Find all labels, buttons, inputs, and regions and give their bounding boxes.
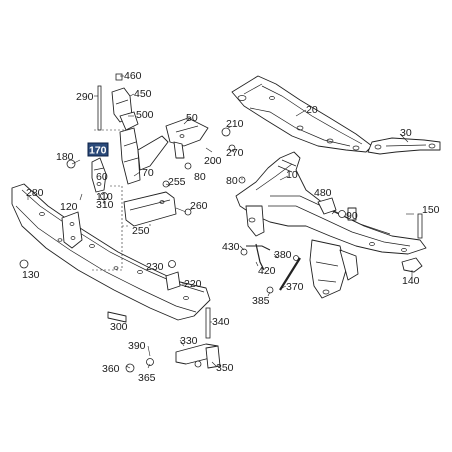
- label-180: 180: [56, 151, 74, 163]
- label-365: 365: [138, 372, 156, 384]
- rod-370[interactable]: [279, 257, 301, 291]
- label-340: 340: [212, 316, 230, 328]
- label-370: 370: [286, 281, 304, 293]
- label-460: 460: [124, 70, 142, 82]
- highlight-box-170[interactable]: [87, 142, 109, 157]
- label-450: 450: [134, 88, 152, 100]
- axle-carrier-10[interactable]: [235, 151, 427, 299]
- bracket-480[interactable]: [317, 197, 357, 221]
- label-310: 310: [96, 199, 114, 211]
- label-110: 110: [96, 191, 113, 203]
- label-120: 120: [60, 201, 78, 213]
- label-260: 260: [190, 200, 208, 212]
- label-380: 380: [274, 249, 292, 261]
- bracket-220[interactable]: [165, 271, 181, 291]
- label-170[interactable]: 170: [89, 145, 107, 157]
- label-200: 200: [204, 155, 222, 167]
- leader-lines: [27, 75, 414, 369]
- cross-member-20[interactable]: [231, 75, 373, 153]
- label-290: 290: [76, 91, 94, 103]
- label-80-b: 80: [194, 171, 206, 183]
- plate-300[interactable]: [107, 311, 127, 323]
- label-385: 385: [252, 295, 270, 307]
- label-420: 420: [258, 265, 276, 277]
- bracket-30[interactable]: [367, 137, 441, 155]
- label-90: 90: [346, 210, 358, 222]
- label-220: 220: [184, 278, 202, 290]
- label-230: 230: [146, 261, 164, 273]
- bracket-50[interactable]: [165, 117, 209, 159]
- label-330: 330: [180, 335, 198, 347]
- label-480: 480: [314, 187, 332, 199]
- label-255: 255: [168, 176, 186, 188]
- label-300: 300: [110, 321, 128, 333]
- sensor-140[interactable]: [401, 257, 423, 273]
- label-430: 430: [222, 241, 240, 253]
- label-150: 150: [422, 204, 440, 216]
- bracket-170-drawing[interactable]: [91, 157, 107, 193]
- label-10: 10: [286, 169, 298, 181]
- label-250: 250: [132, 225, 150, 237]
- label-210: 210: [226, 118, 244, 130]
- label-390: 390: [128, 340, 146, 352]
- label-270: 270: [226, 147, 244, 159]
- link-420[interactable]: [246, 243, 271, 271]
- label-350: 350: [216, 362, 234, 374]
- bolt-icon: [19, 73, 423, 373]
- support-250[interactable]: [123, 191, 177, 227]
- bar-330[interactable]: [175, 343, 221, 369]
- label-500: 500: [136, 109, 154, 121]
- label-140: 140: [402, 275, 420, 287]
- label-20: 20: [306, 104, 318, 116]
- support-60[interactable]: [111, 87, 169, 185]
- label-60: 60: [96, 171, 108, 183]
- label-280: 280: [26, 187, 44, 199]
- label-80-a: 80: [226, 175, 238, 187]
- label-360: 360: [102, 363, 120, 375]
- label-30: 30: [400, 127, 412, 139]
- label-130: 130: [22, 269, 40, 281]
- label-50: 50: [186, 112, 198, 124]
- bracket-120[interactable]: [61, 211, 83, 249]
- label-70: 70: [142, 167, 154, 179]
